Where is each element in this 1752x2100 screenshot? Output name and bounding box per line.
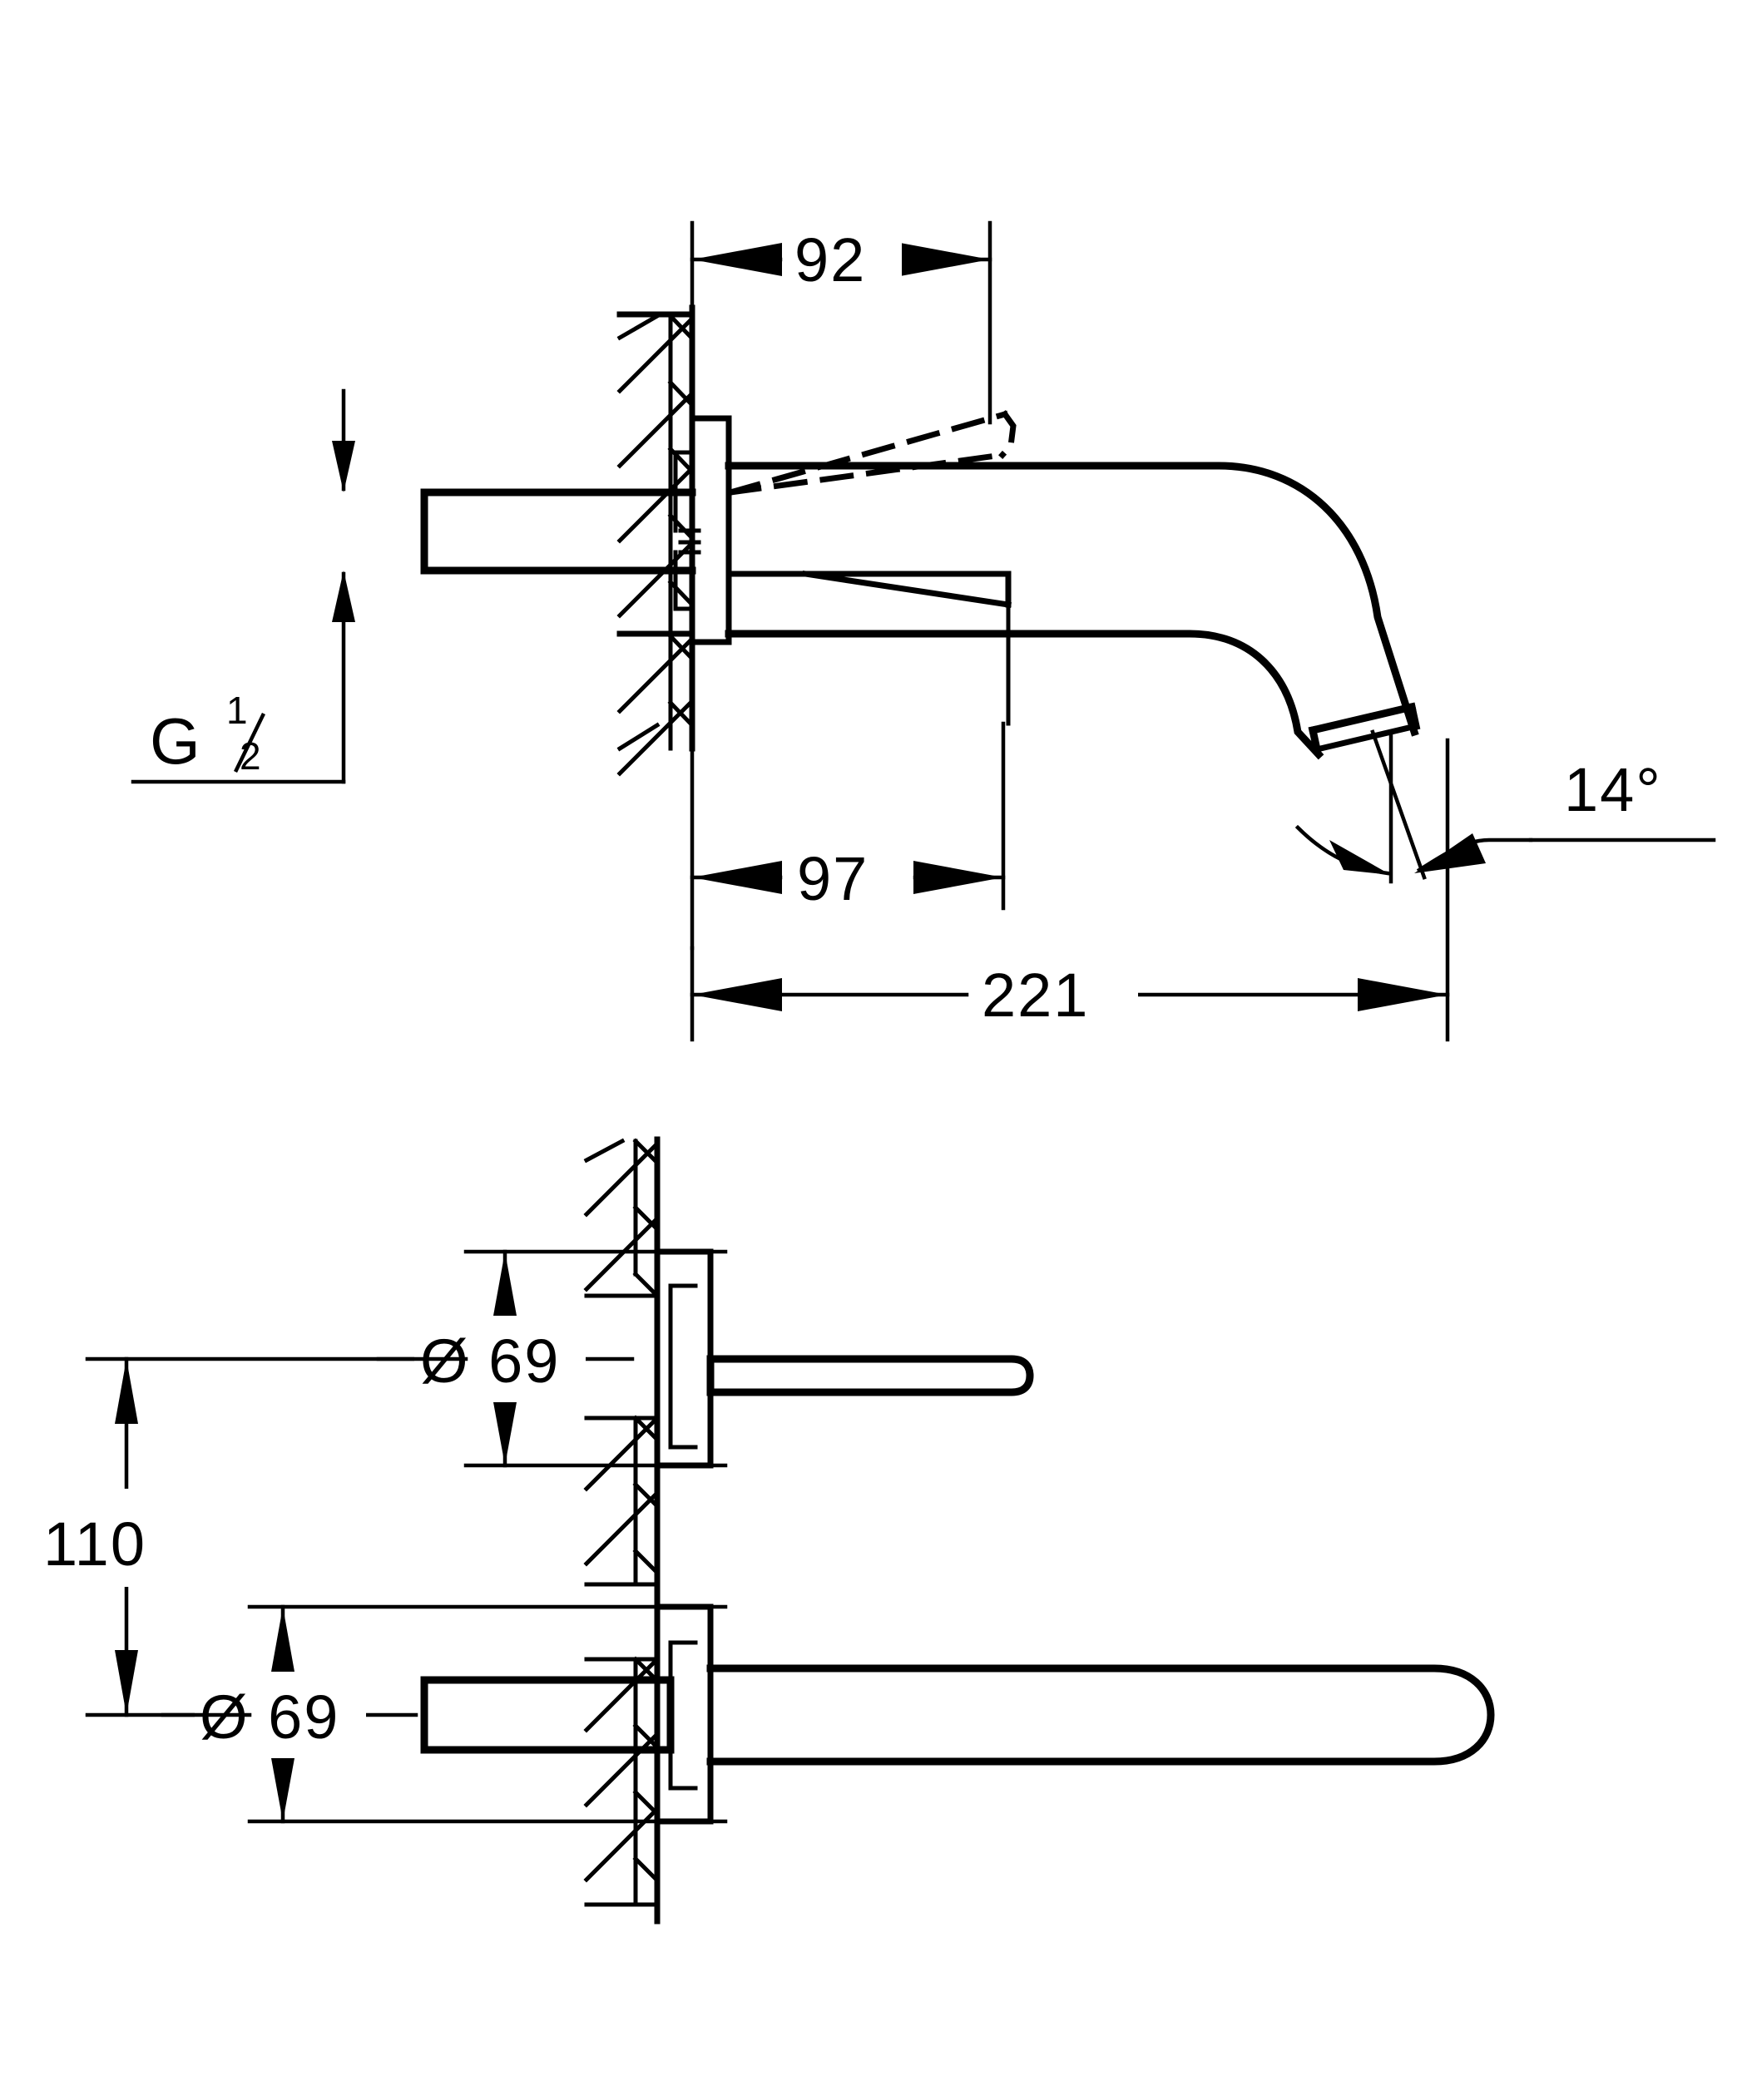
dimension-97-value: 97 xyxy=(797,844,869,913)
spout-upper xyxy=(725,462,1421,760)
dimension-221: 221 xyxy=(690,738,1450,1042)
handle-lever-plan xyxy=(706,1355,1034,1396)
side-elevation-view: G 1 2 92 97 xyxy=(131,216,1716,1042)
inlet-pipe-upper xyxy=(420,488,696,575)
thread-fraction-numerator: 1 xyxy=(226,689,248,732)
wall-upper xyxy=(616,304,695,777)
wall-lower xyxy=(583,1136,661,1925)
seal-ticks xyxy=(678,528,701,555)
wall-hatch-lower-view xyxy=(583,1138,661,1907)
escutcheon-handle xyxy=(654,1248,714,1469)
handle-lever-down xyxy=(725,571,1012,726)
inlet-tube-plan xyxy=(420,1676,675,1754)
dimension-110-value: 110 xyxy=(43,1510,146,1579)
dimension-221-value: 221 xyxy=(982,961,1089,1030)
escutcheon-spout xyxy=(654,1603,714,1825)
dimension-97: 97 xyxy=(690,721,1006,951)
handle-lever-raised-phantom xyxy=(726,410,1017,497)
dimension-angle-14: 14° xyxy=(1294,729,1716,884)
spout-plan xyxy=(706,1664,1495,1766)
thread-callout-g-half: G 1 2 xyxy=(131,388,355,784)
dimension-92: 92 xyxy=(690,216,992,425)
wall-hatch-lower xyxy=(616,633,695,777)
dimension-angle-14-value: 14° xyxy=(1564,755,1662,824)
thread-label-g: G xyxy=(150,704,200,778)
escutcheon-upper xyxy=(673,415,732,645)
dimension-dia-69-top-value: Ø 69 xyxy=(420,1327,560,1396)
thread-fraction-denominator: 2 xyxy=(240,734,261,778)
dimension-92-value: 92 xyxy=(794,225,866,294)
wall-hatch-upper xyxy=(616,313,695,636)
plan-section-view: Ø 69 Ø 69 110 xyxy=(33,1136,1495,1925)
dimension-110: 110 xyxy=(33,1356,468,1717)
dimension-dia-69-bottom-value: Ø 69 xyxy=(200,1682,339,1752)
